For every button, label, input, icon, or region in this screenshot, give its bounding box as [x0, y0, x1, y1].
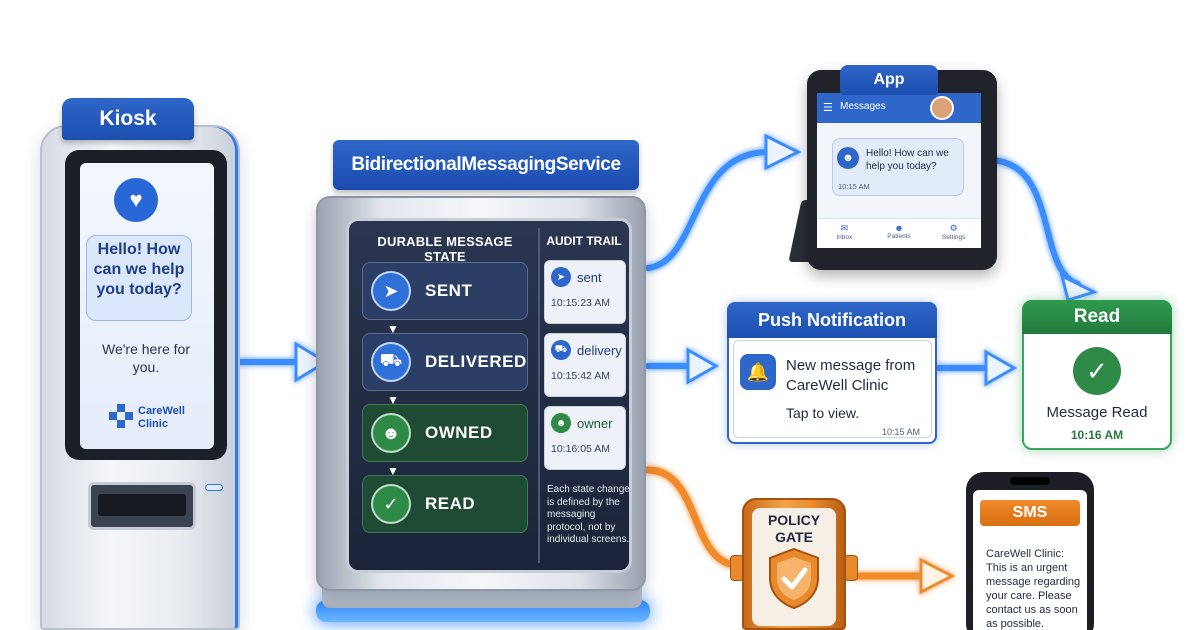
sms-message: CareWell Clinic: This is an urgent messa…	[986, 548, 1081, 630]
truck-icon: ⛟	[551, 340, 571, 360]
state-label: SENT	[425, 281, 473, 300]
check-circle-icon: ✓	[1073, 347, 1121, 395]
app-message-text: Hello! How can we help you today?	[866, 148, 949, 172]
read-title: Read	[1022, 300, 1172, 334]
user-icon: ☻	[837, 147, 859, 169]
user-icon: ☻	[551, 413, 571, 433]
app-bottom-nav: ✉ Inbox ☻ Patients ⚙ Settings	[817, 218, 981, 248]
paper-plane-icon: ➤	[551, 267, 571, 287]
state-arrow-icon: ▼	[387, 322, 399, 336]
push-headline: New message from CareWell Clinic	[786, 357, 916, 394]
state-label: READ	[425, 494, 476, 513]
audit-entry-sent: ➤ sent 10:15:23 AM	[544, 260, 626, 324]
truck-icon: ⛟	[371, 342, 411, 382]
policy-to-sms-arrow	[852, 557, 956, 595]
app-message-card[interactable]	[832, 138, 964, 196]
push-action[interactable]: Tap to view.	[786, 405, 860, 421]
user-icon: ☻	[371, 413, 411, 453]
phone-notch	[1010, 477, 1050, 485]
service-title: BidirectionalMessagingService	[333, 140, 639, 190]
nav-label: Patients	[887, 233, 911, 240]
state-arrow-icon: ▼	[387, 464, 399, 478]
policy-gate-label: POLICY GATE	[767, 512, 821, 545]
bell-icon: 🔔	[740, 354, 776, 390]
audit-label: sent	[577, 269, 602, 285]
gear-icon: ⚙	[949, 223, 958, 233]
audit-label: delivery	[577, 342, 622, 358]
push-time: 10:15 AM	[882, 427, 921, 437]
service-to-app-arrow	[645, 133, 802, 271]
state-sent: ➤ SENT	[362, 262, 528, 320]
state-arrow-icon: ▼	[387, 393, 399, 407]
push-to-read-arrow	[935, 349, 1018, 387]
durable-state-title: DURABLE MESSAGE STATE	[377, 234, 513, 264]
kiosk-brand: CareWell Clinic	[138, 405, 185, 430]
avatar[interactable]	[930, 96, 954, 120]
carewell-logo-icon	[109, 404, 133, 428]
app-to-read-arrow	[985, 157, 1099, 302]
chat-icon: ✉	[840, 223, 849, 233]
audit-trail-title: AUDIT TRAIL	[546, 234, 622, 248]
kiosk-subtext: We're here for you.	[101, 341, 190, 375]
state-label: DELIVERED	[425, 352, 527, 371]
state-read: ✓ READ	[362, 475, 528, 533]
audit-note: Each state change is defined by the mess…	[547, 484, 630, 545]
read-label: Message Read	[1046, 404, 1148, 421]
audit-time: 10:16:05 AM	[551, 443, 610, 455]
check-icon: ✓	[371, 484, 411, 524]
kiosk-title: Kiosk	[62, 98, 194, 140]
panel-divider	[538, 228, 540, 563]
shield-check-icon	[769, 547, 819, 610]
audit-label: owner	[577, 415, 613, 431]
kiosk-greeting-bubble: Hello! How can we help you today?	[86, 235, 192, 321]
audit-entry-owner: ☻ owner 10:16:05 AM	[544, 406, 626, 470]
nav-label: Inbox	[836, 234, 853, 241]
kiosk-indicator-led	[205, 484, 223, 491]
state-label: OWNED	[425, 423, 493, 442]
audit-time: 10:15:42 AM	[551, 370, 610, 382]
kiosk-to-service-arrow	[227, 341, 329, 383]
service-to-push-arrow	[645, 347, 720, 385]
users-icon: ☻	[894, 223, 904, 233]
state-owned: ☻ OWNED	[362, 404, 528, 462]
audit-time: 10:15:23 AM	[551, 297, 610, 309]
app-title: App	[840, 65, 938, 95]
paper-plane-icon: ➤	[371, 271, 411, 311]
gate-hinge-right	[844, 555, 858, 581]
nav-patients[interactable]: ☻ Patients	[872, 219, 927, 248]
read-time: 10:16 AM	[1070, 428, 1124, 442]
nav-settings[interactable]: ⚙ Settings	[926, 219, 981, 248]
hamburger-menu-icon[interactable]: ☰	[823, 102, 833, 114]
audit-entry-delivery: ⛟ delivery 10:15:42 AM	[544, 333, 626, 397]
heart-chat-icon: ♥	[114, 178, 158, 222]
state-delivered: ⛟ DELIVERED	[362, 333, 528, 391]
nav-inbox[interactable]: ✉ Inbox	[817, 219, 872, 248]
app-message-time: 10:15 AM	[838, 182, 870, 191]
service-to-policy-arrow	[644, 466, 739, 569]
app-header-title: Messages	[840, 101, 886, 112]
push-title: Push Notification	[727, 302, 937, 338]
nav-label: Settings	[941, 234, 966, 241]
kiosk-slot-opening	[98, 494, 186, 516]
sms-title: SMS	[980, 500, 1080, 526]
